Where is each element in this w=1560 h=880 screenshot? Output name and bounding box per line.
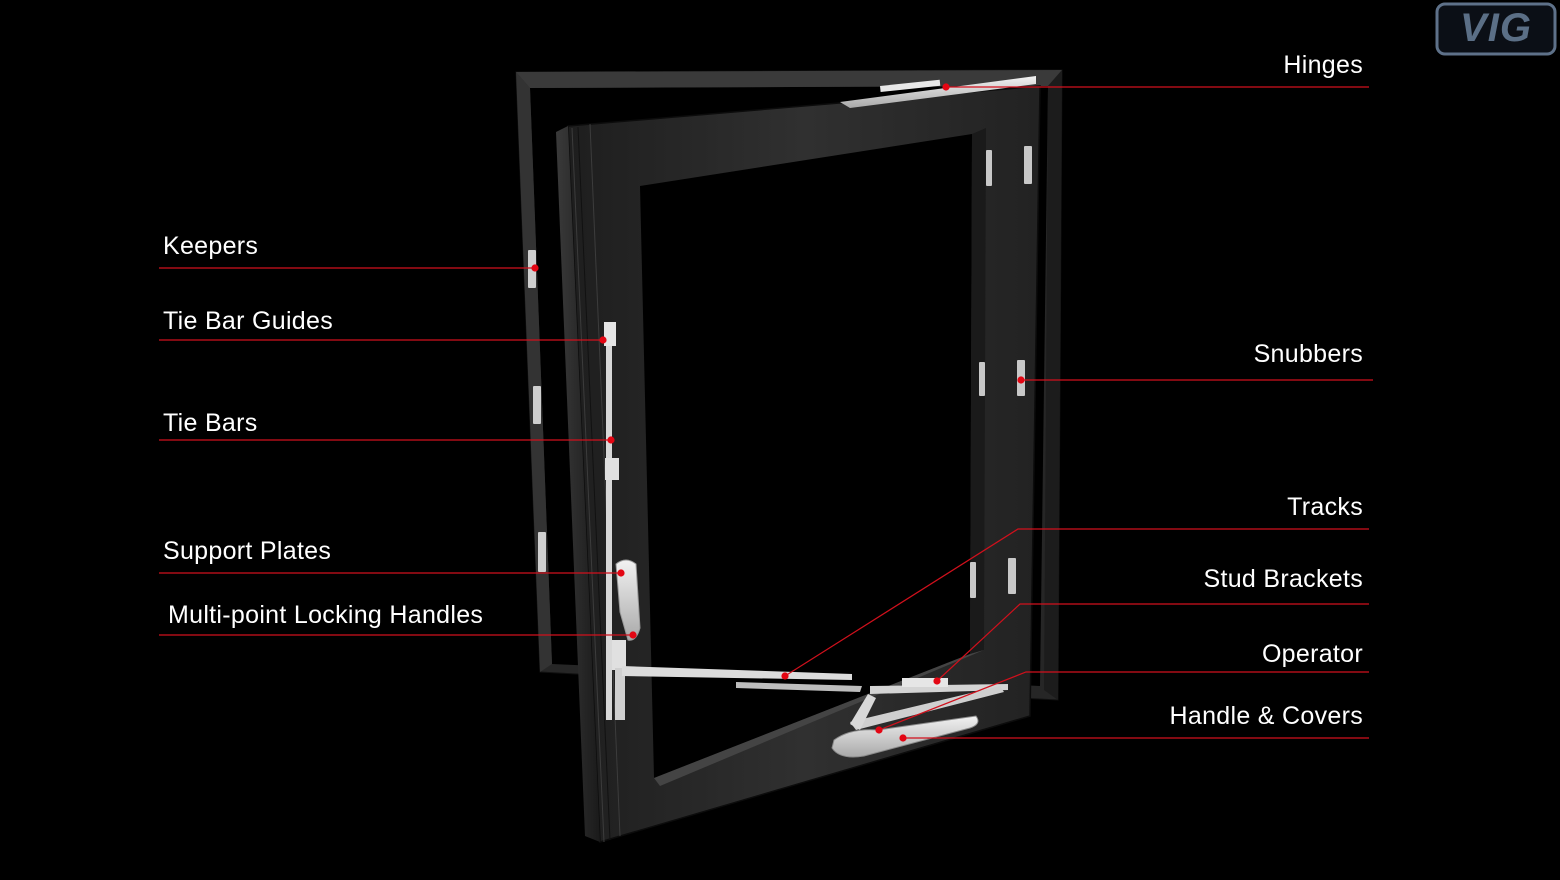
- leader-dot-tie-bars: [607, 436, 614, 443]
- label-stud-brackets: Stud Brackets: [1120, 567, 1363, 592]
- leader-dot-support-plates: [617, 569, 624, 576]
- label-hinges: Hinges: [1160, 53, 1363, 78]
- label-snubbers: Snubbers: [1160, 342, 1363, 367]
- leader-dot-multi-point-locking-handles: [629, 631, 636, 638]
- leader-dot-tracks: [781, 672, 788, 679]
- leader-dot-snubbers: [1017, 376, 1024, 383]
- label-tie-bar-guides: Tie Bar Guides: [163, 309, 333, 334]
- label-tracks: Tracks: [1160, 495, 1363, 520]
- leader-dot-stud-brackets: [933, 677, 940, 684]
- leader-dot-tie-bar-guides: [599, 336, 606, 343]
- leader-dot-operator: [875, 726, 882, 733]
- label-keepers: Keepers: [163, 234, 258, 259]
- vig-logo: VIG: [1440, 6, 1552, 50]
- leader-dot-handle-and-covers: [899, 734, 906, 741]
- label-operator: Operator: [1160, 642, 1363, 667]
- label-tie-bars: Tie Bars: [163, 411, 258, 436]
- label-multi-point-locking-handles: Multi-point Locking Handles: [168, 603, 483, 628]
- leader-dot-hinges: [942, 83, 949, 90]
- label-support-plates: Support Plates: [163, 539, 331, 564]
- leader-dot-keepers: [531, 264, 538, 271]
- label-handle-and-covers: Handle & Covers: [1100, 704, 1363, 729]
